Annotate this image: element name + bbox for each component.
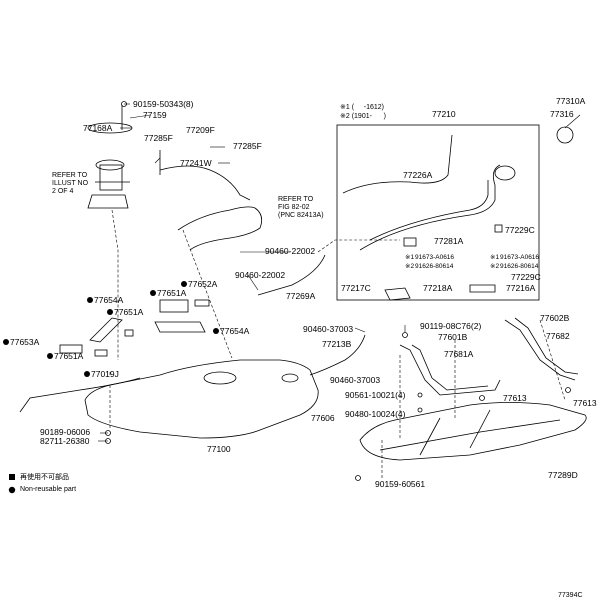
part-77168a: 77168A xyxy=(83,123,113,133)
wire-harness xyxy=(159,150,263,251)
part-90119-08c76: 90119-08C76(2) xyxy=(420,321,482,331)
non-reusable-dot-icon xyxy=(3,339,9,345)
part-90480-10024: 90480-10024(4) xyxy=(345,409,406,419)
bracket-77216a xyxy=(469,284,496,293)
part-90159-50343: 90159-50343(8) xyxy=(133,99,194,109)
hose-77269a xyxy=(257,254,326,296)
hose-77213b xyxy=(309,334,366,376)
filler-pipe-group-box xyxy=(336,124,540,301)
fuel-pump-assembly xyxy=(87,105,133,209)
part-77229c-2: 77229C xyxy=(511,272,541,282)
part-77652a: 77652A xyxy=(181,280,217,289)
part-77100: 77100 xyxy=(207,444,231,454)
non-reusable-dot-icon xyxy=(213,328,219,334)
part-77613-2: 77613 xyxy=(573,398,597,408)
part-77606: 77606 xyxy=(311,413,335,423)
non-reusable-dot-icon xyxy=(84,371,90,377)
non-reusable-dot-icon xyxy=(107,309,113,315)
part-77241w: 77241W xyxy=(180,158,212,168)
marker-m1-a: ※1 xyxy=(405,254,415,261)
part-77651a-3: 77651A xyxy=(47,352,83,361)
part-77218a: 77218A xyxy=(423,283,453,293)
tank-bands xyxy=(399,317,579,396)
part-77285f-2: 77285F xyxy=(233,141,262,151)
part-90460-22002-b: 90460-22002 xyxy=(235,270,286,280)
illustration-code: 77394C xyxy=(558,592,583,599)
non-reusable-dot-icon xyxy=(150,290,156,296)
period-note-1: ※1 ( -1612) xyxy=(340,104,384,111)
part-77217c: 77217C xyxy=(341,283,371,293)
bracket-77218a xyxy=(384,287,411,301)
legend-dot-icon xyxy=(8,486,16,494)
part-91626-80614-2: 91626-80614 xyxy=(500,263,539,270)
part-91626-80614-1: 91626-80614 xyxy=(415,263,454,270)
pads xyxy=(59,299,210,357)
fuel-tank xyxy=(84,359,319,439)
part-77651a-2: 77651A xyxy=(107,308,143,317)
part-77289d: 77289D xyxy=(548,470,578,480)
cap-77229c xyxy=(494,224,503,233)
legend-square-text: 再使用不可部品 xyxy=(20,474,69,481)
marker-m2-a: ※2 xyxy=(405,263,415,270)
part-77216a: 77216A xyxy=(506,283,536,293)
tank-protector xyxy=(359,402,587,461)
non-reusable-dot-icon xyxy=(47,353,53,359)
part-77226a: 77226A xyxy=(403,170,433,180)
refer-illust-note: REFER TO ILLUST NO 2 OF 4 xyxy=(52,172,89,195)
filler-pipe xyxy=(342,126,574,251)
legend-square-icon xyxy=(9,474,15,480)
part-77310a: 77310A xyxy=(556,96,586,106)
part-77601b: 77601B xyxy=(438,332,468,342)
marker-m2-b: ※2 xyxy=(490,263,500,270)
part-77316: 77316 xyxy=(550,109,574,119)
non-reusable-dot-icon xyxy=(87,297,93,303)
part-90189-06006: 90189-06006 xyxy=(40,427,91,437)
part-77682: 77682 xyxy=(546,331,570,341)
part-77210: 77210 xyxy=(432,109,456,119)
part-90460-37003-b: 90460-37003 xyxy=(330,375,381,385)
part-77159: 77159 xyxy=(143,110,167,120)
part-77269a: 77269A xyxy=(286,291,316,301)
part-77654a-2: 77654A xyxy=(213,327,249,336)
part-77285f-1: 77285F xyxy=(144,133,173,143)
period-note-2: ※2 (1901- ) xyxy=(340,113,386,120)
evap-line xyxy=(19,377,141,413)
part-91673-a0616-1: 91673-A0616 xyxy=(415,254,455,261)
part-77613-1: 77613 xyxy=(503,393,527,403)
clamp-77281a xyxy=(403,237,417,247)
legend-dot-text: Non-reusable part xyxy=(20,486,77,493)
marker-m1-b: ※1 xyxy=(490,254,500,261)
part-77281a: 77281A xyxy=(434,236,464,246)
part-77681a: 77681A xyxy=(444,349,474,359)
bolts xyxy=(105,101,571,481)
part-77229c-1: 77229C xyxy=(505,225,535,235)
part-90561-10021: 90561-10021(4) xyxy=(345,390,406,400)
part-77653a: 77653A xyxy=(3,338,39,347)
part-90460-37003-a: 90460-37003 xyxy=(303,324,354,334)
part-77602b: 77602B xyxy=(540,313,570,323)
non-reusable-dot-icon xyxy=(181,281,187,287)
part-82711-26380: 82711-26380 xyxy=(40,436,90,446)
part-90159-60561: 90159-60561 xyxy=(375,479,426,489)
part-91673-a0616-2: 91673-A0616 xyxy=(500,254,540,261)
part-90460-22002-a: 90460-22002 xyxy=(265,246,316,256)
refer-fig-note: REFER TO FIG 82-02 (PNC 82413A) xyxy=(278,196,324,219)
part-77651a-1: 77651A xyxy=(150,289,186,298)
part-77654a-1: 77654A xyxy=(87,296,123,305)
part-77209f: 77209F xyxy=(186,125,215,135)
part-77019j: 77019J xyxy=(84,370,119,379)
part-77213b: 77213B xyxy=(322,339,352,349)
